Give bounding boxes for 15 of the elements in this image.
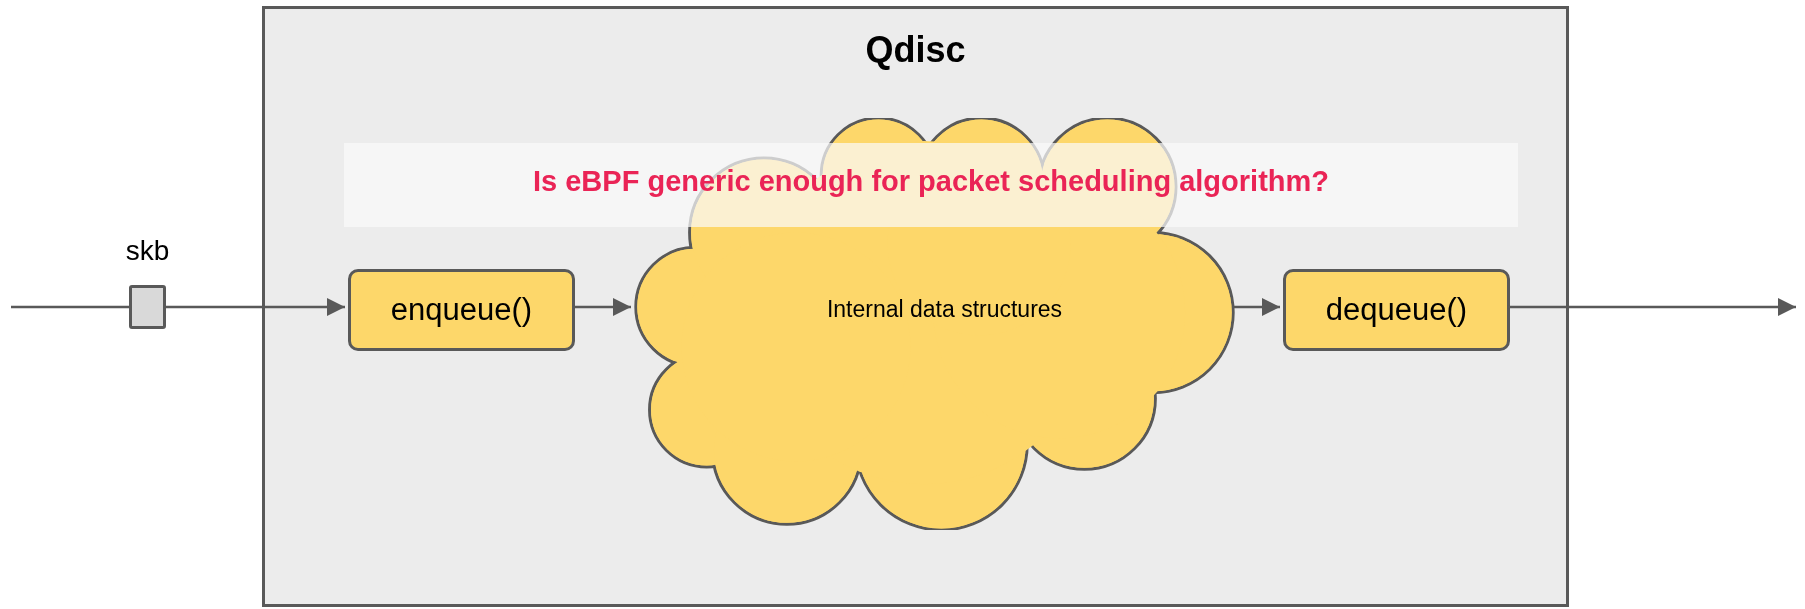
arrow bbox=[1507, 298, 1796, 316]
arrow bbox=[1232, 298, 1280, 316]
arrow bbox=[166, 298, 345, 316]
question-text: Is eBPF generic enough for packet scheduling algorithm? bbox=[532, 165, 1330, 198]
function-box bbox=[1283, 269, 1510, 351]
arrow bbox=[572, 298, 631, 316]
function-box bbox=[348, 269, 575, 351]
connector-line bbox=[11, 305, 129, 309]
function-name: dequeue() bbox=[1324, 292, 1469, 328]
panel-title: Qdisc bbox=[864, 29, 967, 71]
function-name: enqueue() bbox=[389, 292, 534, 328]
packet-label: skb bbox=[124, 235, 171, 267]
cloud-label: Internal data structures bbox=[825, 296, 1064, 323]
qdisc-panel bbox=[262, 6, 1569, 607]
question-banner bbox=[344, 143, 1518, 227]
